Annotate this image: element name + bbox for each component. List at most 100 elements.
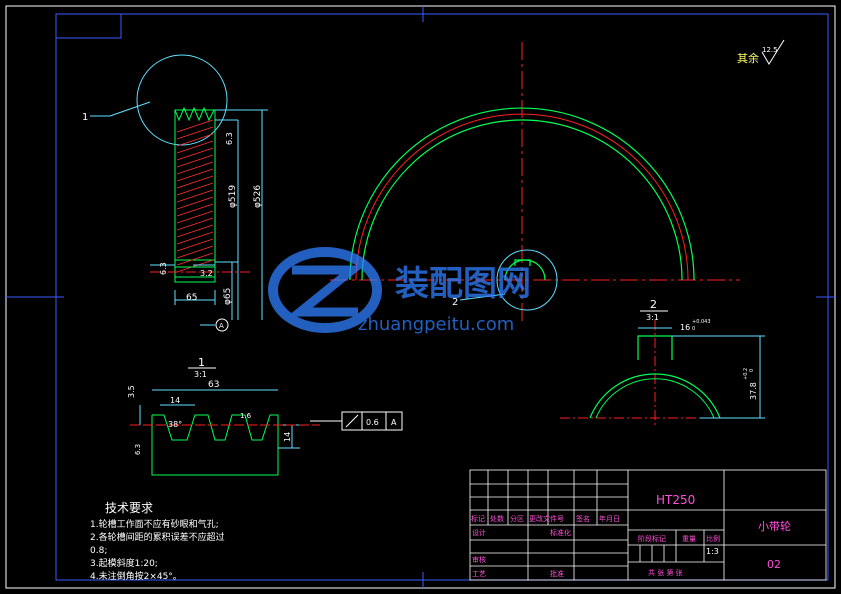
hdr-5: 年月日	[599, 514, 620, 523]
hatch-line	[176, 175, 214, 189]
watermark: 装配图网 zhuangpeitu.com	[268, 247, 531, 335]
hatch-line	[176, 168, 214, 182]
runout-icon	[345, 414, 359, 428]
watermark-logo-icon	[268, 247, 382, 333]
ratio-label: 比例	[706, 534, 720, 543]
title-block-text: HT250 小带轮 02 1:3 标记 处数 分区 更改文件号 签名 年月日 设…	[471, 493, 791, 578]
note-line-1: 1.轮槽工作面不应有砂眼和气孔;	[90, 518, 219, 530]
hatch-line	[176, 161, 214, 175]
watermark-en: zhuangpeitu.com	[358, 314, 514, 335]
side-view: A 1 65 φ519 φ526 φ65 6.3 6.3 3.2	[82, 54, 268, 332]
hatch-line	[176, 252, 214, 266]
hatch-line	[176, 224, 214, 238]
dim-key16-text: 16	[680, 323, 690, 332]
hatch-line	[176, 259, 214, 273]
surface-finish-value: 12.5	[762, 46, 778, 54]
dim-key378-tol-upper: +0.2	[743, 368, 749, 380]
section-label-1: 1	[198, 356, 205, 369]
stage-label: 阶段标记	[638, 534, 666, 543]
note-line-3: 0.8;	[90, 546, 107, 556]
detail2-bore-outer	[589, 373, 721, 419]
hdr-3: 更改文件号	[529, 514, 564, 523]
callout-1-arrow	[109, 101, 151, 117]
hatch-line	[176, 119, 214, 133]
datum-a-label: A	[219, 322, 224, 330]
hatch-line	[176, 231, 214, 245]
section-scale-2: 3:1	[646, 313, 659, 322]
dim-key378-text: 37.8	[749, 382, 758, 400]
scale-value: 1:3	[706, 547, 719, 556]
roughness-63-top: 6.3	[225, 132, 234, 145]
detail-1: 1 3:1 63 14 3.5 38° 1.6 14 6.3 0.6 A	[127, 356, 403, 476]
dim-h14-text: 14	[283, 432, 292, 442]
sheets-label: 共 张 第 张	[648, 568, 683, 577]
detail2-bore-inner	[595, 378, 715, 419]
weight-label: 重量	[682, 535, 696, 543]
hdr-4: 签名	[576, 514, 590, 523]
material: HT250	[656, 493, 695, 507]
note-line-5: 4.未注倒角按2×45°。	[90, 570, 182, 582]
watermark-z-icon	[287, 265, 365, 317]
hatch-line	[176, 210, 214, 224]
hdr-0: 标记	[471, 514, 485, 523]
roughness-16: 1.6	[240, 412, 252, 420]
dim-d65-text: φ65	[223, 288, 233, 305]
roughness-32: 3.2	[200, 269, 213, 278]
approve-label: 批准	[550, 569, 564, 578]
corner-box	[55, 13, 122, 39]
standard-label: 标准化	[550, 528, 571, 537]
keyway	[514, 259, 531, 266]
dim-w14-text: 14	[170, 396, 180, 405]
watermark-cn: 装配图网	[395, 264, 531, 304]
dim-key16-tol-lower: 0	[692, 326, 695, 332]
section-label-2: 2	[650, 298, 657, 311]
hatching	[176, 119, 214, 273]
dim-angle-text: 38°	[168, 420, 182, 429]
detail-circle-2	[496, 249, 558, 311]
pitch-arc	[355, 113, 689, 281]
groove-profile	[174, 106, 215, 122]
detail-2: 2 3:1 16 +0.043 0 37.8 +0.2 0	[560, 298, 765, 425]
hatch-line	[176, 189, 214, 203]
process-label: 工艺	[472, 570, 486, 578]
note-line-2: 2.各轮槽间距的累积误差不应超过	[90, 531, 225, 543]
dim-d526-text: φ526	[253, 185, 263, 208]
roughness-symbol	[761, 39, 785, 65]
title-block	[469, 469, 827, 581]
hdr-1: 处数	[490, 514, 504, 523]
tech-notes: 技术要求 1.轮槽工作面不应有砂眼和气孔; 2.各轮槽间距的累积误差不应超过 0…	[90, 501, 225, 582]
rim-section	[174, 109, 216, 261]
datum-a-circle	[215, 318, 229, 332]
detail2-keyway	[637, 335, 673, 360]
surface-finish-note: 其余	[737, 51, 759, 65]
callout-2-leader	[459, 293, 506, 301]
hatch-line	[176, 182, 214, 196]
design-label: 设计	[472, 528, 486, 537]
note-line-4: 3.起模斜度1:20;	[90, 557, 158, 569]
groove-detail-profile	[151, 414, 279, 476]
hatch-line	[176, 238, 214, 252]
dim-w63-text: 63	[208, 380, 219, 390]
front-view: 2	[330, 42, 740, 325]
outer-arc	[349, 107, 695, 281]
part-name: 小带轮	[758, 519, 791, 533]
hatch-line	[176, 196, 214, 210]
surface-finish: 其余 12.5	[737, 39, 785, 65]
dim-key16-tol-upper: +0.043	[692, 319, 711, 325]
dim-w65-text: 65	[186, 293, 197, 303]
dim-h35-text: 3.5	[127, 385, 136, 398]
drawing-no: 02	[767, 558, 781, 571]
hatch-line	[176, 245, 214, 259]
tol-value: 0.6	[366, 418, 379, 427]
hatch-line	[176, 126, 214, 140]
dim-d519-text: φ519	[228, 185, 238, 208]
notes-title: 技术要求	[105, 501, 153, 515]
section-scale-1: 3:1	[194, 370, 207, 379]
hatch-line	[176, 140, 214, 154]
detail-circle-1	[136, 54, 228, 146]
hatch-line	[176, 203, 214, 217]
hub-section	[174, 259, 216, 283]
dim-key378-tol-lower: 0	[749, 369, 755, 372]
hatch-line	[176, 147, 214, 161]
